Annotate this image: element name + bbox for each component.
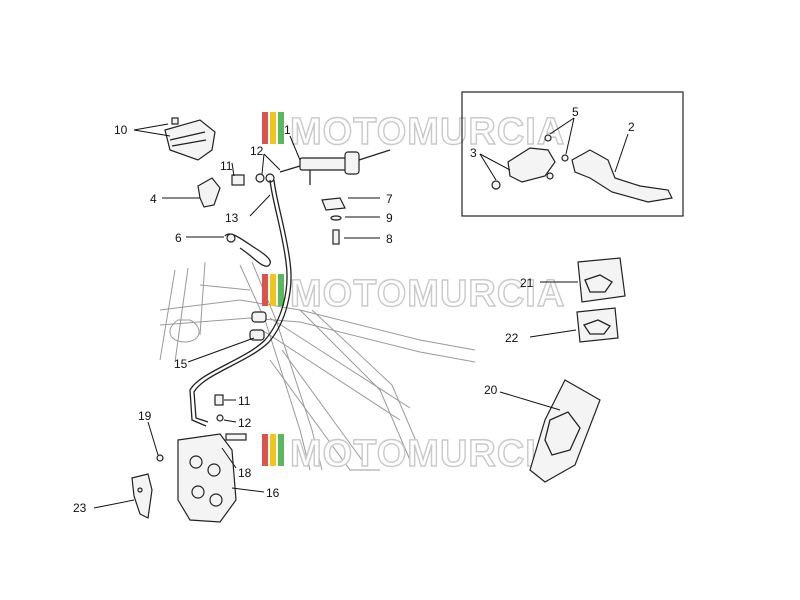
- master-cylinder: [279, 149, 391, 185]
- callout-8: 8: [386, 232, 393, 246]
- brake-caliper: [156, 394, 247, 523]
- callout-21: 21: [520, 276, 534, 290]
- reservoir-cap: [197, 177, 221, 208]
- callout-12-bottom: 12: [238, 416, 252, 430]
- hose-guide: [249, 311, 267, 341]
- callout-16: 16: [266, 486, 280, 500]
- callout-5: 5: [572, 105, 579, 119]
- callout-19: 19: [138, 409, 152, 423]
- motorcycle-frame: [159, 261, 476, 471]
- callout-1: 1: [284, 123, 291, 137]
- callout-13: 13: [225, 211, 239, 225]
- callout-20: 20: [484, 383, 498, 397]
- brake-fluid-reservoir: [164, 117, 216, 161]
- callout-6: 6: [175, 231, 182, 245]
- watermark-top: MOTOMURCIA: [262, 110, 565, 154]
- brake-pads: [529, 379, 601, 483]
- callout-15: 15: [174, 357, 188, 371]
- caliper-bracket: [131, 473, 153, 519]
- brake-pad-set-lower: [576, 307, 619, 343]
- callout-3: 3: [470, 146, 477, 160]
- callout-11-bottom: 11: [238, 394, 251, 408]
- callout-9: 9: [386, 211, 393, 225]
- watermark-text: MOTOMURCIA: [290, 433, 565, 475]
- brake-pad-set-upper: [577, 257, 626, 303]
- watermark-text: MOTOMURCIA: [290, 111, 565, 153]
- callout-18: 18: [238, 466, 252, 480]
- callout-2: 2: [628, 120, 635, 134]
- front-brake-hose: [189, 179, 292, 427]
- watermark-text: MOTOMURCIA: [290, 273, 565, 315]
- watermark-bottom: MOTOMURCIA: [262, 432, 565, 476]
- watermark-middle: MOTOMURCIA: [262, 272, 565, 316]
- lever-assembly-inset: [461, 91, 684, 217]
- callout-12-top: 12: [250, 144, 264, 158]
- callout-labels: 10 11 4 12 13 6 7 9 8 1 5 3 2 21 22 15 2…: [73, 105, 635, 515]
- callout-7: 7: [386, 192, 393, 206]
- leader-lines: [93, 117, 629, 509]
- callout-11-top: 11: [220, 159, 233, 173]
- banjo-bolt-top: [231, 173, 275, 186]
- callout-4: 4: [150, 192, 157, 206]
- callout-22: 22: [505, 331, 519, 345]
- mounting-bracket: [321, 197, 346, 245]
- callout-23: 23: [73, 501, 87, 515]
- hose-clip: [224, 233, 271, 267]
- callout-10: 10: [114, 123, 128, 137]
